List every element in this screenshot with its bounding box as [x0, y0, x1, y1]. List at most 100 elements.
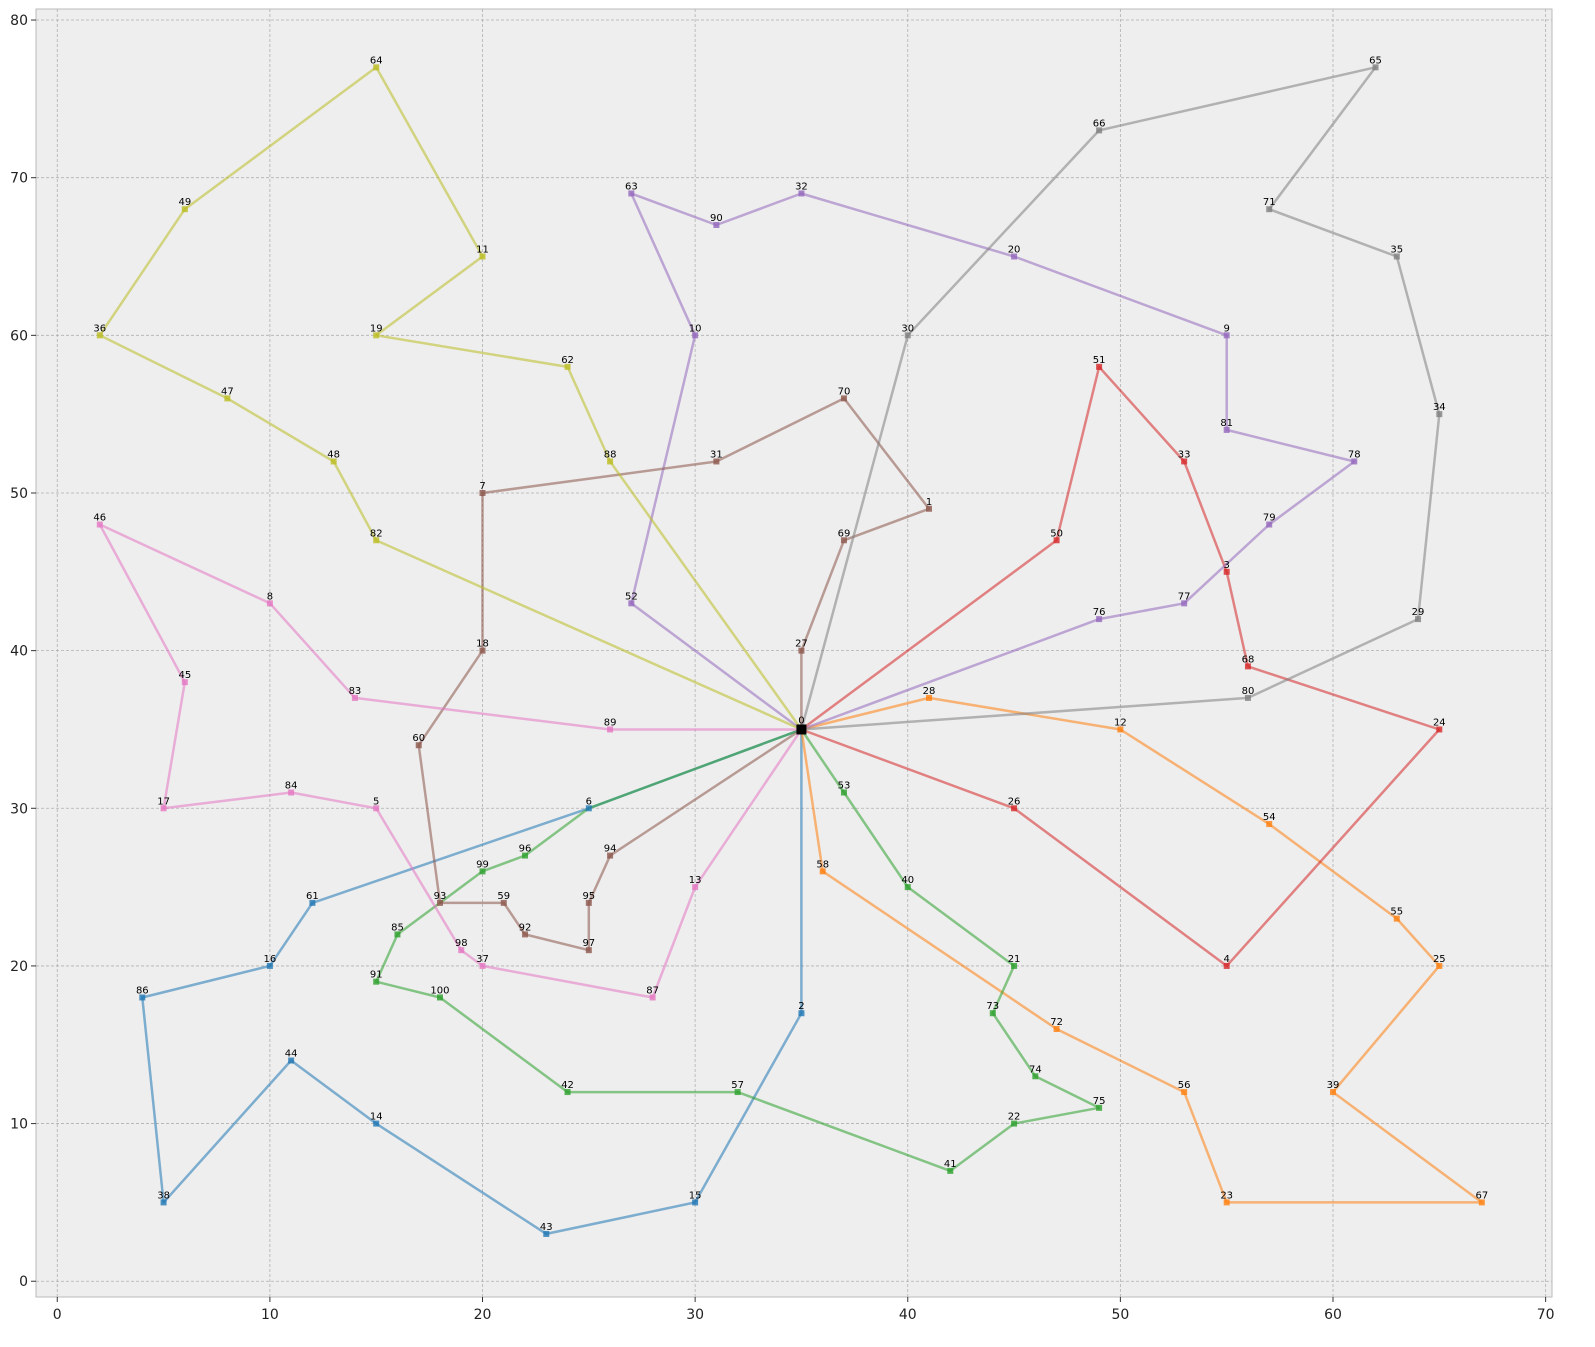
route-line-9 — [98, 66, 803, 731]
node-label: 4 — [1223, 954, 1229, 965]
node-label: 42 — [561, 1080, 574, 1091]
node-label: 17 — [157, 796, 170, 807]
node-marker — [1223, 332, 1230, 339]
node-label: 14 — [370, 1112, 383, 1123]
node-marker — [628, 600, 635, 607]
node-label: 68 — [1242, 654, 1255, 665]
x-tick-label: 20 — [474, 1307, 492, 1323]
node-label: 91 — [370, 970, 383, 981]
node-marker — [1096, 1104, 1103, 1111]
node-marker — [1053, 1025, 1060, 1032]
node-marker — [1393, 915, 1400, 922]
node-label: 51 — [1093, 355, 1106, 366]
node-marker — [947, 1167, 954, 1174]
node-label: 63 — [625, 181, 638, 192]
node-marker — [139, 994, 146, 1001]
node-marker — [181, 679, 188, 686]
node-marker — [330, 458, 337, 465]
node-marker — [798, 190, 805, 197]
y-tick-label: 40 — [10, 644, 28, 660]
node-label: 26 — [1008, 796, 1021, 807]
node-label: 76 — [1093, 607, 1106, 618]
node-label: 49 — [178, 197, 191, 208]
node-marker — [904, 332, 911, 339]
node-label: 20 — [1008, 245, 1021, 256]
route-line-8 — [800, 66, 1441, 731]
node-label: 53 — [838, 781, 851, 792]
node-label: 45 — [178, 670, 191, 681]
node-label: 6 — [586, 796, 592, 807]
node-marker — [522, 931, 529, 938]
y-tick-label: 70 — [10, 171, 28, 187]
node-marker — [458, 947, 465, 954]
node-label: 41 — [944, 1159, 957, 1170]
node-marker — [840, 789, 847, 796]
node-label: 55 — [1390, 907, 1403, 918]
x-tick-label: 40 — [899, 1307, 917, 1323]
node-marker — [564, 363, 571, 370]
node-label: 40 — [901, 875, 914, 886]
node-marker — [798, 1010, 805, 1017]
node-marker — [1393, 253, 1400, 260]
node-marker — [1032, 1073, 1039, 1080]
node-label: 22 — [1008, 1112, 1021, 1123]
node-label: 46 — [93, 513, 106, 524]
node-marker — [543, 1230, 550, 1237]
node-marker — [819, 868, 826, 875]
node-label: 94 — [604, 844, 617, 855]
node-label: 56 — [1178, 1080, 1191, 1091]
x-tick-label: 70 — [1537, 1307, 1555, 1323]
node-marker — [160, 805, 167, 812]
x-tick-label: 0 — [53, 1307, 62, 1323]
node-marker — [1415, 616, 1422, 623]
node-label: 50 — [1050, 528, 1063, 539]
node-marker — [288, 1057, 295, 1064]
node-marker — [373, 64, 380, 71]
node-marker — [585, 947, 592, 954]
node-marker — [479, 868, 486, 875]
node-marker — [1053, 537, 1060, 544]
node-label: 59 — [497, 891, 510, 902]
node-marker — [734, 1089, 741, 1096]
node-marker — [309, 899, 316, 906]
node-label: 21 — [1008, 954, 1021, 965]
node-marker — [1244, 663, 1251, 670]
node-label: 87 — [646, 985, 659, 996]
node-marker — [1478, 1199, 1485, 1206]
node-marker — [1266, 206, 1273, 213]
node-label: 29 — [1412, 607, 1425, 618]
node-marker — [1181, 1089, 1188, 1096]
node-marker — [522, 852, 529, 859]
node-label: 3 — [1223, 560, 1229, 571]
node-marker — [1011, 253, 1018, 260]
node-marker — [1266, 821, 1273, 828]
node-label: 71 — [1263, 197, 1276, 208]
node-marker — [1329, 1089, 1336, 1096]
node-marker — [1117, 726, 1124, 733]
x-tick-label: 30 — [686, 1307, 704, 1323]
node-label: 88 — [604, 449, 617, 460]
route-line-4 — [800, 365, 1441, 968]
node-label: 28 — [923, 686, 936, 697]
node-marker — [904, 884, 911, 891]
node-label: 16 — [264, 954, 277, 965]
node-label: 5 — [373, 796, 379, 807]
node-label: 65 — [1369, 55, 1382, 66]
node-label: 38 — [157, 1190, 170, 1201]
node-label: 10 — [689, 323, 702, 334]
node-marker — [436, 899, 443, 906]
grid-lines — [36, 9, 1552, 1297]
node-marker — [692, 332, 699, 339]
node-label: 24 — [1433, 717, 1446, 728]
node-marker — [1096, 127, 1103, 134]
y-tick-label: 30 — [10, 801, 28, 817]
node-label: 13 — [689, 875, 702, 886]
node-marker — [266, 600, 273, 607]
node-marker — [160, 1199, 167, 1206]
node-label: 30 — [901, 323, 914, 334]
node-marker — [1096, 616, 1103, 623]
node-marker — [351, 694, 358, 701]
node-marker — [1223, 962, 1230, 969]
node-marker — [1011, 805, 1018, 812]
node-label: 92 — [519, 922, 532, 933]
